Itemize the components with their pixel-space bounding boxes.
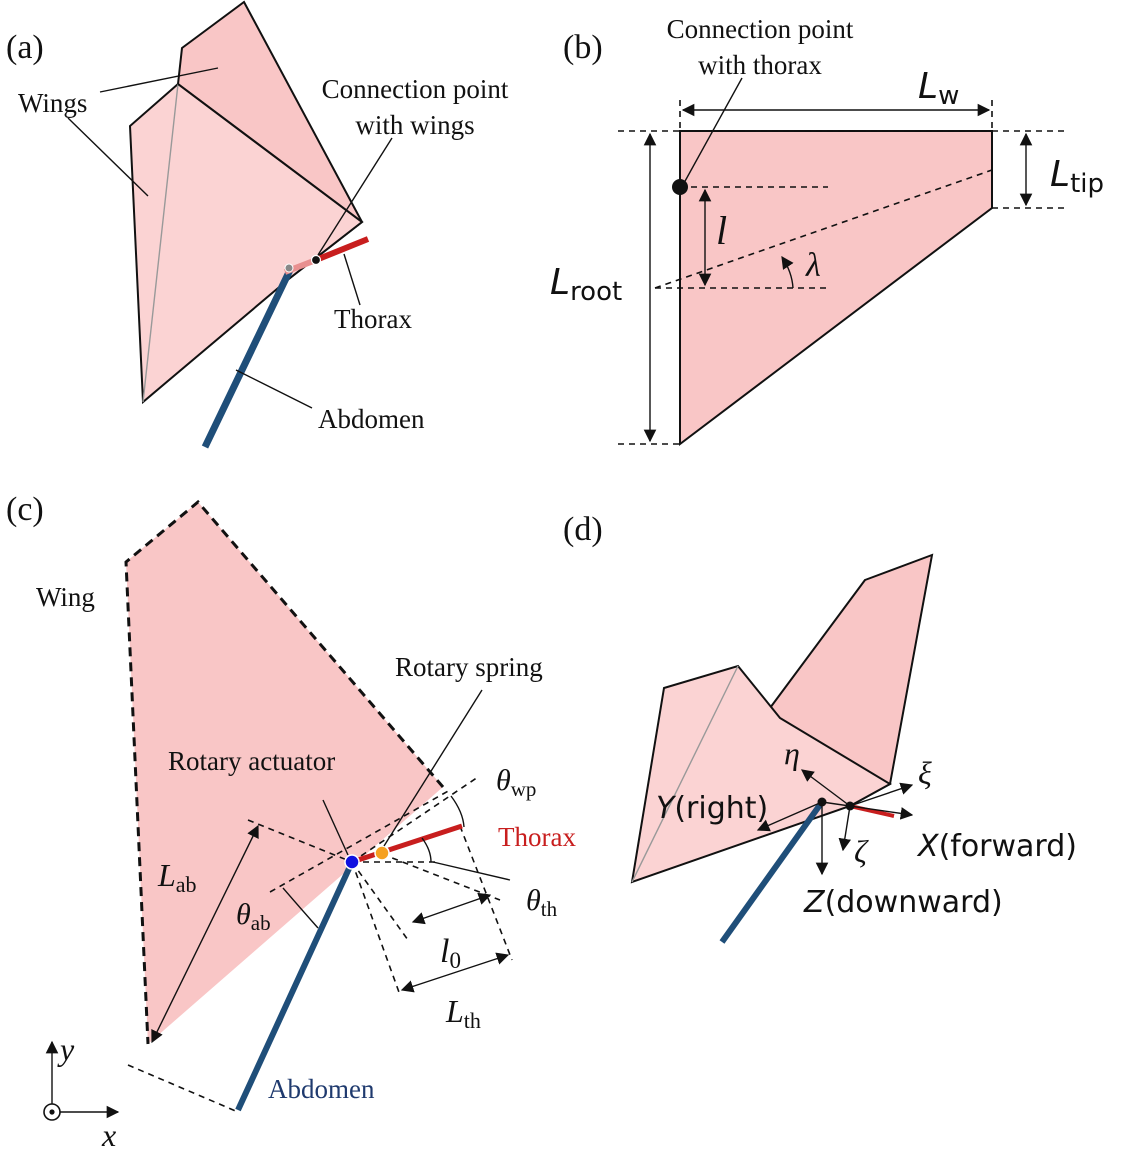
- Y-axis: [756, 801, 823, 832]
- connection-label-b-2: with thorax: [698, 50, 822, 80]
- wing-edge-line: [177, 83, 363, 223]
- rotary-actuator-label: Rotary actuator: [168, 746, 335, 776]
- guide-Lab-bottom: [127, 1064, 239, 1113]
- abdomen-label-c: Abdomen: [268, 1074, 375, 1104]
- wings-leader-1: [99, 67, 219, 93]
- Lroot-label: Lroot: [550, 262, 622, 307]
- eta-axis: [800, 769, 851, 807]
- rotary-actuator-joint: [344, 854, 360, 870]
- theta-wp-arc: [450, 795, 465, 828]
- spring-leader: [383, 689, 483, 847]
- xi-label: ξ: [918, 755, 932, 791]
- X-forward-label: X(forward): [916, 829, 1077, 864]
- panel-c-tag: (c): [6, 491, 44, 528]
- panel-a-tag: (a): [6, 29, 44, 66]
- panel-c: (c) Wing Rotary spring Rotar: [6, 491, 576, 1153]
- zeta-axis: [838, 805, 852, 852]
- guide-wing-pitch: [269, 789, 451, 893]
- theta-th-leader: [432, 861, 511, 881]
- l0-label: l0: [440, 933, 461, 973]
- abdomen-rod: [201, 268, 294, 449]
- wing-fold-line-d: [631, 665, 739, 883]
- wings-leader-2: [67, 117, 149, 197]
- connection-label-b-1: Connection point: [667, 14, 854, 44]
- X-axis: [821, 801, 914, 820]
- dim-Lth: [400, 952, 510, 993]
- connection-leader: [317, 137, 393, 256]
- actuator-leader: [322, 799, 349, 856]
- guide-l0-left: [351, 861, 409, 941]
- z-axis-dot: [49, 1109, 55, 1115]
- eta-label: η: [784, 735, 800, 771]
- wing-label-c: Wing: [36, 582, 95, 612]
- dim-Lab: [151, 824, 259, 1044]
- theta-wp-label: θwp: [496, 764, 536, 801]
- panel-b: (b) Connection point with thorax Lw Ltip…: [550, 14, 1104, 447]
- connection-dot: [310, 254, 322, 266]
- thorax-label: Thorax: [334, 304, 412, 334]
- thorax-leader: [343, 253, 361, 306]
- Lth-label: Lth: [445, 993, 481, 1033]
- connection-leader-b: [683, 77, 743, 184]
- panel-a: (a) Wings Connection point with wings Th…: [6, 0, 509, 449]
- Y-right-label: Y(right): [656, 791, 768, 826]
- zeta-label: ζ: [854, 833, 869, 869]
- wing-c-outline: [124, 499, 445, 1045]
- Lw-label: Lw: [918, 66, 959, 111]
- panel-b-tag: (b): [563, 29, 603, 66]
- l-label: l: [716, 208, 727, 253]
- angle-lambda-arc: [781, 255, 794, 289]
- abdomen-rod-c: [235, 860, 355, 1112]
- Z-downward-label: Z(downward): [803, 885, 1003, 920]
- theta-ab-arc: [282, 887, 319, 929]
- theta-th-label: θth: [526, 884, 558, 921]
- Ltip-label: Ltip: [1050, 154, 1104, 199]
- wings-label: Wings: [18, 88, 87, 118]
- guide-Lab-top: [247, 819, 353, 863]
- theta-ab-label: θab: [236, 898, 271, 935]
- wing-fold-line: [142, 83, 179, 403]
- lambda-label: λ: [805, 247, 821, 284]
- panel-d-tag: (d): [563, 511, 603, 548]
- guide-Lth-left: [351, 861, 401, 996]
- abdomen-joint-dot: [284, 263, 294, 273]
- theta-th-arc: [421, 837, 432, 863]
- Lab-label: Lab: [157, 857, 197, 897]
- dim-l0: [411, 892, 492, 925]
- rotary-spring-label: Rotary spring: [395, 652, 543, 682]
- rotary-spring-joint: [374, 845, 390, 861]
- thorax-label-c: Thorax: [498, 822, 576, 852]
- abdomen-label: Abdomen: [318, 404, 425, 434]
- y-axis-label: y: [57, 1031, 75, 1067]
- thorax-rod: [314, 236, 370, 263]
- connection-label-1: Connection point: [322, 74, 509, 104]
- abdomen-rod-d: [719, 800, 825, 944]
- connection-label-2: with wings: [355, 110, 474, 140]
- xi-axis: [849, 782, 914, 807]
- x-axis-label: x: [101, 1117, 116, 1153]
- panel-d: (d) η ξ ζ Y(right) X(forward) Z(downward…: [563, 511, 1077, 944]
- abdomen-leader: [235, 369, 313, 409]
- guide-wp: [351, 776, 479, 863]
- thorax-rod-c: [351, 823, 463, 865]
- guide-l0-right: [381, 853, 501, 901]
